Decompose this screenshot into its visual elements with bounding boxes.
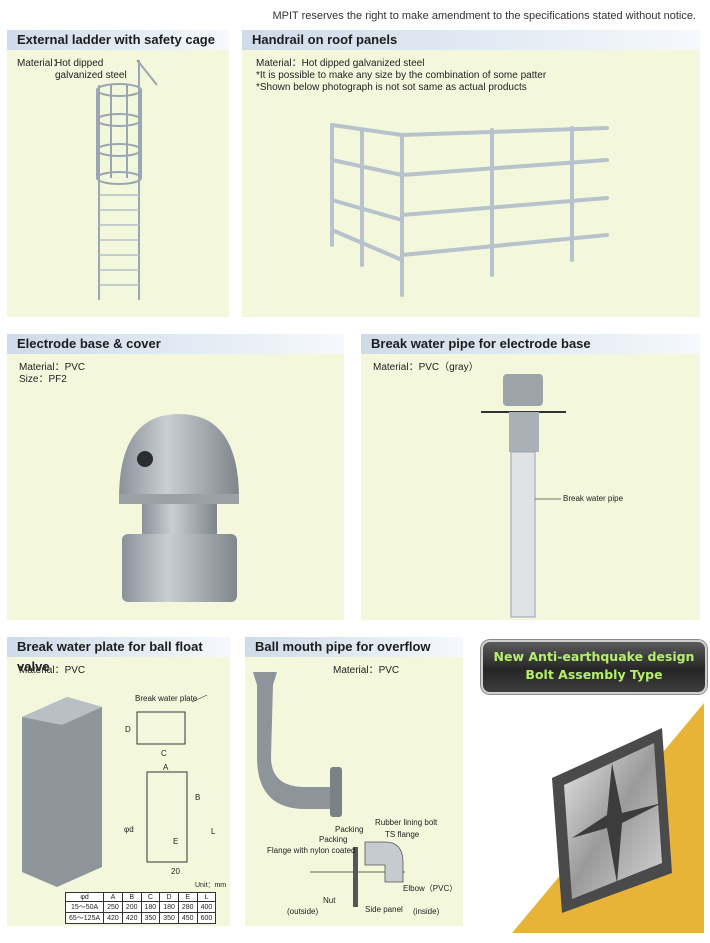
material-line-1: Material：Hot dipped galvanized steel — [256, 58, 425, 69]
banner-line-2: Bolt Assembly Type — [525, 667, 663, 682]
material-label: Material： — [17, 58, 63, 69]
table-cell: 15～50A — [64, 901, 105, 913]
dim-l: L — [211, 827, 216, 836]
ladder-drawing — [96, 59, 158, 300]
electrode-cover-drawing — [119, 414, 239, 602]
rubber-bolt-label: Rubber lining bolt — [375, 818, 438, 827]
break-plate-drawing — [22, 694, 208, 887]
anti-earthquake-banner: New Anti-earthquake design Bolt Assembly… — [481, 640, 707, 694]
table-cell: 250 — [103, 901, 123, 913]
disclaimer-notice: MPIT reserves the right to make amendmen… — [272, 10, 696, 22]
handrail-drawing — [330, 123, 609, 297]
flange-label: Flange with nylon coated — [267, 846, 356, 855]
table-header: B — [121, 892, 142, 902]
bolt-assembly-panel-image — [512, 703, 704, 933]
packing-label-2: Packing — [319, 835, 348, 844]
ball-mouth-drawing — [253, 672, 405, 907]
break-pipe-drawing — [481, 374, 566, 618]
dim-b: B — [195, 793, 201, 802]
material-text: Hot dipped galvanized steel — [55, 58, 127, 81]
panel-title: Break water pipe for electrode base — [361, 334, 700, 354]
plate-label: Break water plate — [135, 694, 198, 703]
panel-title: Ball mouth pipe for overflow — [245, 637, 463, 657]
table-row: 65～125A 420 420 350 350 450 600 — [64, 912, 217, 924]
table-cell: 420 — [121, 912, 142, 924]
size-text: Size：PF2 — [19, 374, 67, 385]
panel-title: Electrode base & cover — [7, 334, 344, 354]
dimension-table: φd A B C D E L 15～50A 250 200 180 180 28… — [64, 892, 217, 924]
table-cell: 350 — [140, 912, 161, 924]
panel-handrail: Handrail on roof panels Material：Hot dip… — [242, 30, 700, 317]
panel-title: External ladder with safety cage — [7, 30, 229, 50]
dim-e: E — [173, 837, 179, 846]
ts-flange-label: TS flange — [385, 830, 420, 839]
panel-title: Break water plate for ball float valve — [7, 637, 230, 674]
table-header: φd — [64, 892, 105, 902]
table-cell: 65～125A — [64, 912, 105, 924]
panel-electrode: Electrode base & cover Material：PVC Size… — [7, 334, 344, 620]
table-header: L — [196, 892, 217, 902]
table-cell: 280 — [177, 901, 198, 913]
dim-c: C — [161, 749, 167, 758]
material-line-3: *Shown below photograph is not sot same … — [256, 82, 527, 93]
break-pipe-label: Break water pipe — [563, 494, 624, 503]
material-text: Material：PVC（gray） — [373, 362, 479, 373]
nut-label: Nut — [323, 896, 336, 905]
table-cell: 200 — [121, 901, 142, 913]
table-cell: 450 — [177, 912, 198, 924]
material-line-2: *It is possible to make any size by the … — [256, 70, 547, 81]
dim-a: A — [163, 763, 169, 772]
table-cell: 180 — [159, 901, 179, 913]
unit-label: Unit：mm — [195, 882, 227, 889]
outside-label: (outside) — [287, 907, 319, 916]
dim-d: D — [125, 725, 131, 734]
panel-ball-mouth: Ball mouth pipe for overflow Material：PV… — [245, 637, 463, 926]
material-text: Material：PVC — [19, 362, 86, 373]
side-panel-label: Side panel — [365, 905, 403, 914]
table-header: C — [140, 892, 161, 902]
panel-break-plate: Break water plate for ball float valve M… — [7, 637, 230, 926]
material-text: Material：PVC — [333, 665, 400, 676]
packing-label-1: Packing — [335, 825, 364, 834]
dim-phi-d: φd — [124, 825, 134, 834]
table-cell: 350 — [159, 912, 179, 924]
table-cell: 600 — [196, 912, 217, 924]
table-header: D — [159, 892, 179, 902]
table-header: A — [103, 892, 123, 902]
elbow-label: Elbow（PVC） — [403, 884, 458, 893]
inside-label: (inside) — [413, 907, 440, 916]
panel-ladder: External ladder with safety cage Materia… — [7, 30, 229, 317]
table-cell: 180 — [140, 901, 161, 913]
table-row: 15～50A 250 200 180 180 280 400 — [64, 901, 217, 913]
table-header-row: φd A B C D E L — [64, 892, 217, 902]
dim-20: 20 — [171, 867, 180, 876]
table-header: E — [177, 892, 198, 902]
panel-title: Handrail on roof panels — [242, 30, 700, 50]
material-text: Material：PVC — [19, 665, 86, 676]
panel-break-pipe: Break water pipe for electrode base Mate… — [361, 334, 700, 620]
table-cell: 420 — [103, 912, 123, 924]
table-cell: 400 — [196, 901, 217, 913]
banner-line-1: New Anti-earthquake design — [493, 649, 695, 664]
